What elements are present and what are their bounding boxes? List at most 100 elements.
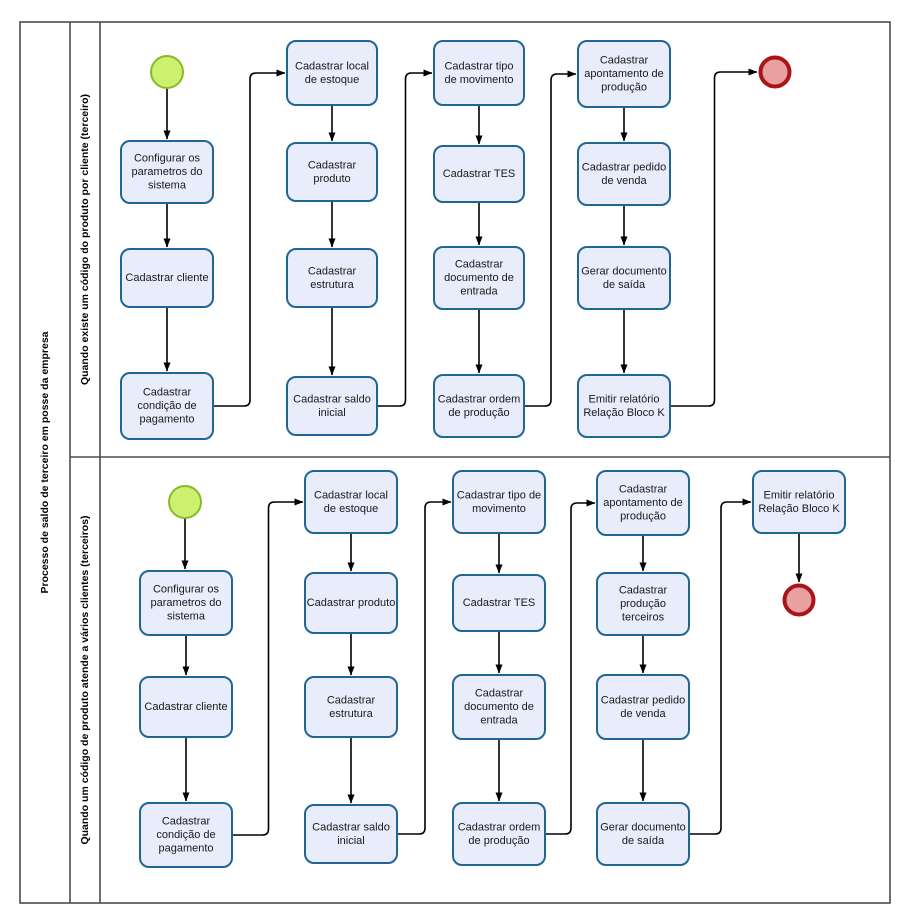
task-shape[interactable] [596,572,690,636]
pool-title: Processo de saldo de terceiro em posse d… [39,331,51,593]
task-label: Cadastrar TES [443,168,516,180]
task-shape[interactable] [433,145,525,203]
task-shape[interactable] [596,674,690,740]
sequence-flow-l2-link-4 [689,498,752,835]
task-shape[interactable] [452,574,546,632]
sequence-flow-l1-link-2 [377,69,433,407]
sequence-flow-l2-link-1 [232,498,304,836]
lane-title-2: Quando um código de produto atende a vár… [79,515,91,844]
task-l1c3r2[interactable]: Cadastrar TES [433,145,525,203]
task-shape[interactable] [577,374,671,438]
task-label: Cadastrar TES [463,597,536,609]
task-shape[interactable] [433,40,525,106]
task-shape[interactable] [433,246,525,310]
task-shape[interactable] [577,142,671,206]
task-label: Cadastrar cliente [144,701,227,713]
task-l1c1r2[interactable]: Cadastrar cliente [120,248,214,308]
task-shape[interactable] [286,248,378,308]
task-shape[interactable] [120,248,214,308]
task-shape[interactable] [452,674,546,740]
sequence-flow-l2-link-2 [397,498,452,835]
task-shape[interactable] [596,802,690,866]
task-l2c2r2[interactable]: Cadastrar produto [304,572,398,634]
task-shape[interactable] [286,142,378,202]
end-event-l2[interactable] [782,583,816,617]
label-layer: Processo de saldo de terceiro em posse d… [39,94,91,845]
task-shape[interactable] [139,676,233,738]
start-event-l2[interactable] [168,485,202,519]
task-shape[interactable] [120,140,214,204]
sequence-flow-layer [163,68,803,836]
task-shape[interactable] [577,40,671,108]
sequence-flow-l2-link-3 [545,499,596,835]
task-shape[interactable] [752,470,846,534]
task-l2c3r2[interactable]: Cadastrar TES [452,574,546,632]
task-shape[interactable] [304,572,398,634]
sequence-flow-l1-link-3 [524,70,577,407]
task-shape[interactable] [452,470,546,534]
task-shape[interactable] [286,40,378,106]
task-shape[interactable] [304,804,398,864]
task-shape[interactable] [596,470,690,536]
end-event-l1[interactable] [758,55,792,89]
task-shape[interactable] [139,570,233,636]
task-l2c1r2[interactable]: Cadastrar cliente [139,676,233,738]
task-label: Cadastrar produto [307,597,396,609]
task-shape[interactable] [139,802,233,868]
task-shape[interactable] [433,374,525,438]
task-shape[interactable] [304,676,398,738]
task-shape[interactable] [577,246,671,310]
task-shape[interactable] [304,470,398,534]
start-event-l1[interactable] [150,55,184,89]
task-shape[interactable] [120,372,214,440]
task-shape[interactable] [286,376,378,436]
task-shape[interactable] [452,802,546,866]
